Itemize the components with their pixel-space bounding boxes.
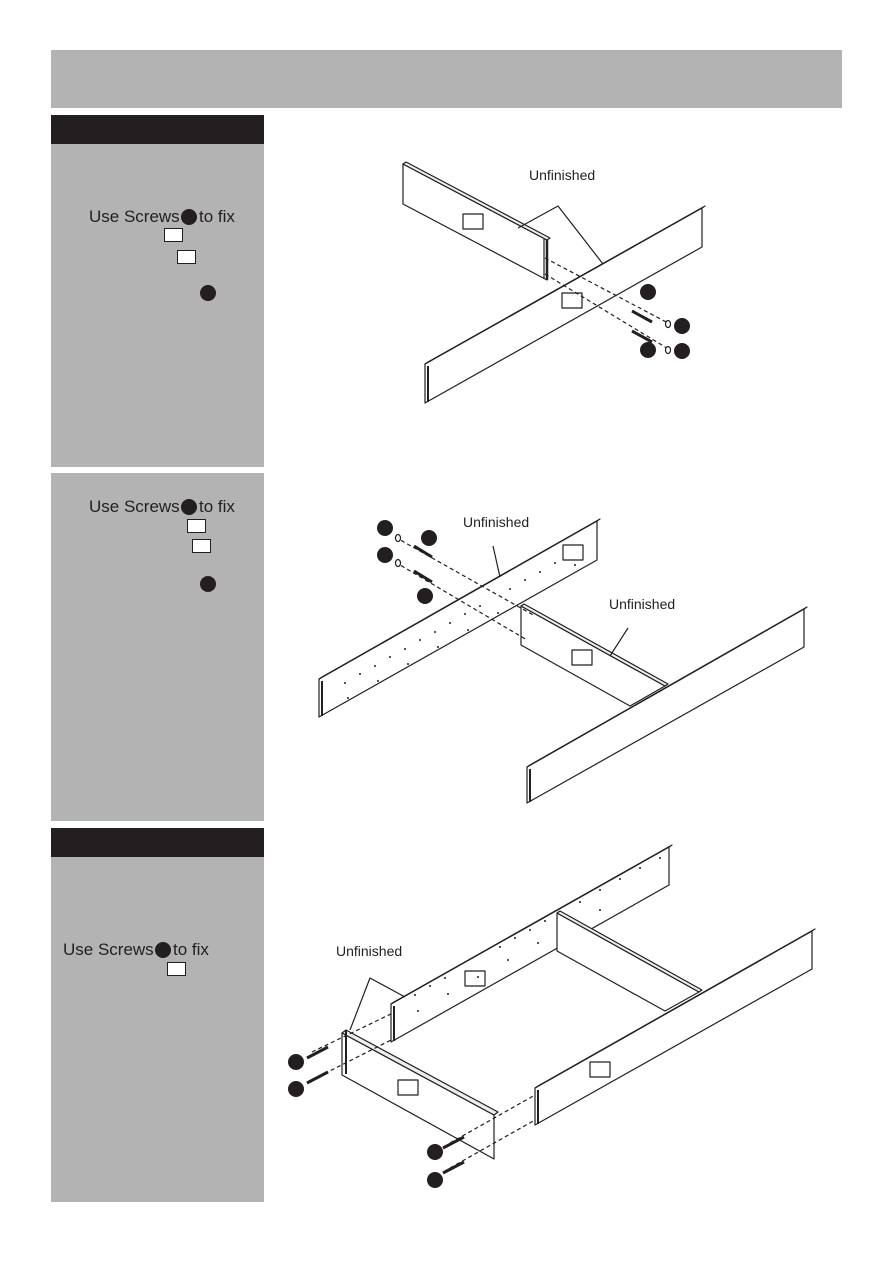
divider-panel: [520, 605, 666, 707]
long-board-edge: [534, 928, 816, 1089]
part-label-box: [589, 1061, 611, 1078]
divider-panel-edge: [556, 910, 703, 993]
step-3-title-bar: [51, 828, 264, 857]
step-2-panel: Use Screws to fix: [51, 473, 264, 821]
panel-board-edge: [402, 161, 551, 241]
long-board: [318, 520, 598, 718]
part-ref-box: [177, 250, 196, 264]
step-1-diagram: Unfinished: [402, 161, 706, 404]
step-1-instr-prefix: Use Screws: [89, 207, 180, 226]
divider-panel: [556, 912, 700, 1012]
step-2-instr-suffix: to fix: [199, 497, 235, 516]
long-board-edge: [424, 205, 706, 365]
part-label-box: [464, 970, 486, 987]
unfinished-label: Unfinished: [529, 167, 595, 183]
part-label-box: [562, 544, 584, 561]
part-ref-box: [167, 962, 186, 976]
long-board-edge: [318, 518, 601, 680]
step-3-panel: Use Screws to fix: [51, 828, 264, 1202]
page-header-bar: [51, 50, 842, 108]
part-ref-box: [192, 539, 211, 553]
long-board-edge: [390, 844, 673, 1005]
step-1-instr-suffix: to fix: [199, 207, 235, 226]
screw-ref-icon: [181, 209, 197, 225]
step-2-instr-prefix: Use Screws: [89, 497, 180, 516]
unfinished-label: Unfinished: [609, 596, 675, 612]
step-1-panel: Use Screws to fix: [51, 115, 264, 467]
screw-ref-icon: [155, 942, 171, 958]
screw-ref-icon: [181, 499, 197, 515]
unfinished-leader: [349, 977, 406, 1031]
part-label-box: [462, 213, 484, 230]
hardware-callouts: [288, 284, 690, 1188]
step-2-diagram: Unfinished Unfinished: [318, 514, 808, 804]
long-board: [390, 846, 670, 1043]
part-label-box: [397, 1079, 419, 1096]
unfinished-label: Unfinished: [336, 943, 402, 959]
hardware-ref-icon: [200, 576, 216, 592]
step-3-instr-prefix: Use Screws: [63, 940, 154, 959]
step-3-instr-suffix: to fix: [173, 940, 209, 959]
part-label-box: [571, 649, 593, 666]
unfinished-leader: [517, 205, 604, 265]
end-panel-edge: [341, 1029, 499, 1116]
long-board-edge: [526, 606, 808, 768]
part-label-box: [561, 292, 583, 309]
divider-panel-edge: [520, 603, 669, 687]
part-ref-box: [164, 228, 183, 242]
unfinished-label: Unfinished: [463, 514, 529, 530]
end-panel: [341, 1032, 495, 1160]
part-ref-box: [187, 519, 206, 533]
step-3-diagram: Unfinished: [306, 844, 816, 1175]
step-1-title-bar: [51, 115, 264, 144]
hardware-ref-icon: [200, 285, 216, 301]
